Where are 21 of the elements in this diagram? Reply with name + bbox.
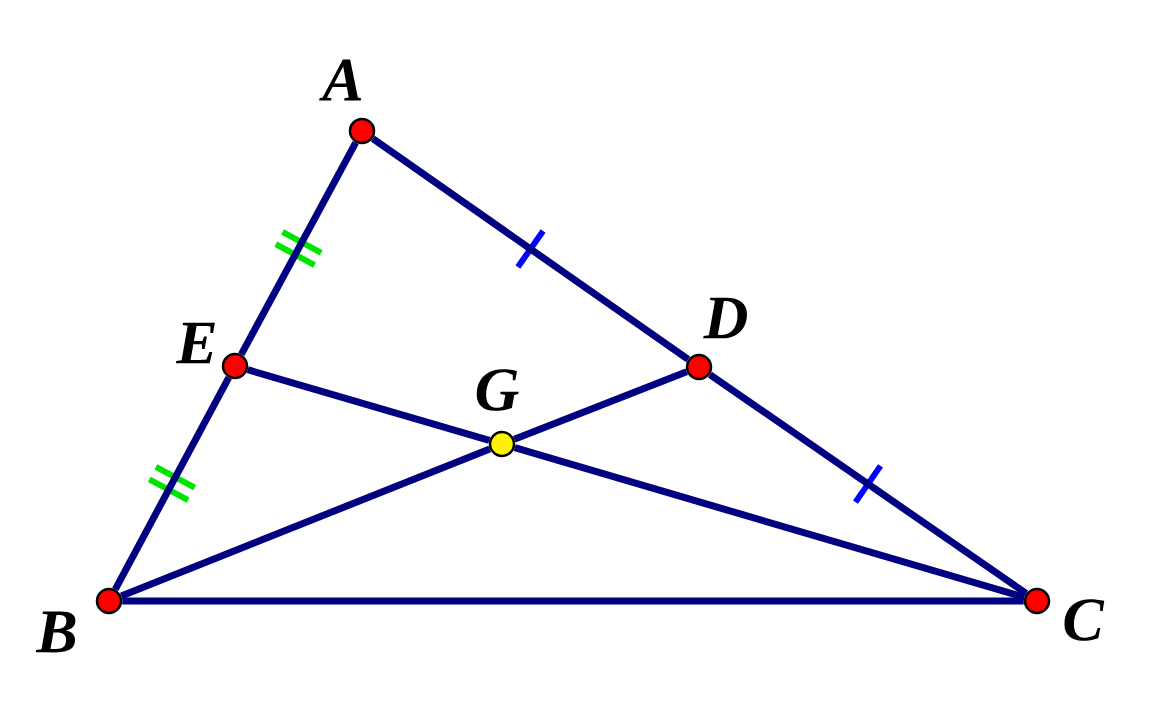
line-segment: [120, 445, 491, 600]
point-label: E: [175, 322, 215, 364]
point: [221, 352, 249, 380]
point: [95, 587, 123, 615]
line-segment: [122, 597, 1024, 605]
line-segment: [238, 140, 359, 356]
point: [488, 430, 516, 458]
point-label: A: [319, 59, 362, 101]
line-segment: [513, 444, 1026, 601]
point-label: D: [703, 297, 747, 339]
point: [348, 117, 376, 145]
point: [1023, 587, 1051, 615]
line-segment: [370, 135, 691, 363]
point-label: C: [1064, 599, 1105, 641]
point-label: G: [476, 369, 519, 411]
point-label: B: [35, 611, 76, 653]
line-segment: [112, 376, 232, 591]
line-segment: [707, 371, 1029, 597]
point: [685, 353, 713, 381]
line-segment: [246, 366, 491, 444]
line-segment: [513, 368, 688, 443]
